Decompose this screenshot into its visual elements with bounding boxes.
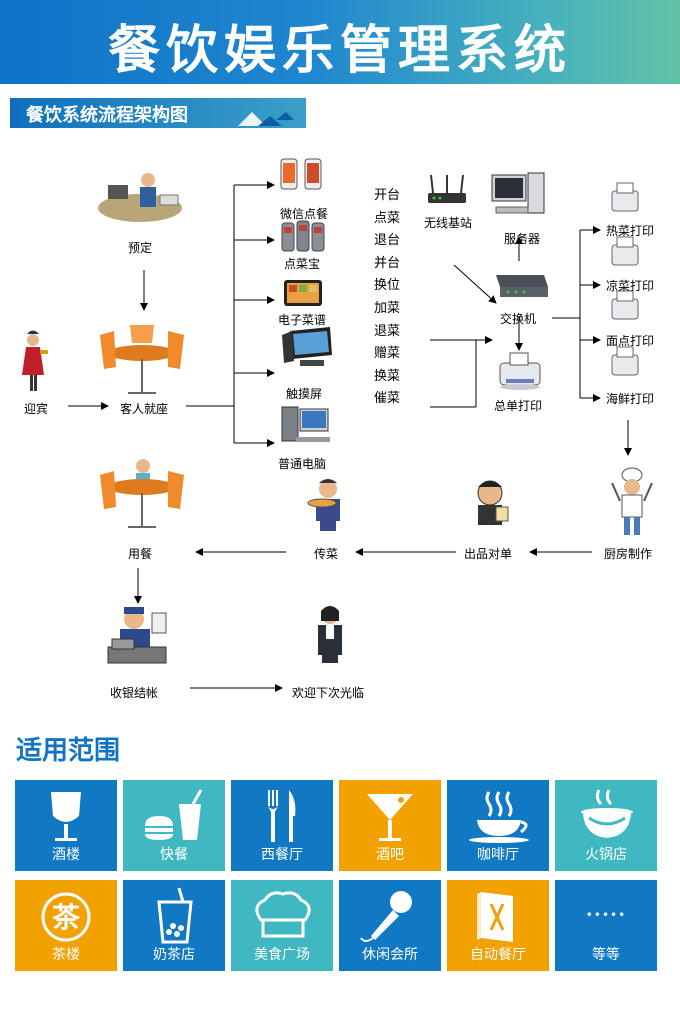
scope-tile-restaurant: 酒楼 [15, 780, 117, 871]
command-item: 点菜 [374, 211, 401, 226]
device-pda-label: 点菜宝 [284, 257, 321, 271]
command-item: 加菜 [374, 301, 401, 316]
cold-dish-printer-icon [611, 236, 639, 266]
scope-tile-bar: 酒吧 [339, 780, 441, 871]
scope-tile-western: 西餐厅 [231, 780, 333, 871]
scope-tile-selfservice: 自动餐厅 [447, 880, 549, 971]
header-banner: 餐饮娱乐管理系统 [0, 0, 680, 84]
fork-knife-icon [268, 790, 296, 842]
booking-desk-icon [98, 173, 182, 222]
cashier-register-icon [107, 607, 167, 664]
pda-device-icon [281, 220, 325, 252]
scope-tile-milktea: 奶茶店 [123, 880, 225, 971]
seated-label: 客人就座 [120, 402, 169, 416]
scope-tile-label: 休闲会所 [362, 947, 418, 963]
fast-food-icon [145, 789, 203, 840]
command-item: 退菜 [374, 324, 401, 339]
touchscreen-pos-icon [282, 327, 332, 366]
order-print-label: 总单打印 [494, 399, 543, 413]
wechat-phone-icon [280, 158, 322, 190]
scope-title: 适用范围 [16, 736, 121, 766]
order-checker-icon [477, 480, 509, 525]
coffee-cup-icon [469, 791, 529, 843]
scope-tile-label: 茶楼 [52, 947, 80, 963]
command-item: 催菜 [374, 391, 401, 406]
scope-tile-label: 咖啡厅 [477, 847, 519, 863]
device-tablet-label: 电子菜谱 [278, 313, 327, 327]
scope-tile-label: 奶茶店 [153, 947, 195, 963]
triangle-decoration-icon [238, 112, 294, 126]
cocktail-icon [367, 794, 413, 841]
scope-tile-label: 快餐 [160, 847, 188, 863]
serve-label: 传菜 [314, 547, 339, 561]
network-switch-icon [496, 275, 548, 297]
hotpot-icon [581, 789, 633, 838]
hostess-farewell-icon [318, 606, 342, 663]
chef-hat-icon [255, 891, 311, 938]
scope-tile-label: 火锅店 [585, 847, 627, 863]
flow-connectors [22, 158, 653, 692]
order-printer-icon [499, 352, 541, 390]
scope-tile-label: 酒吧 [376, 847, 404, 863]
chef-icon [611, 467, 653, 535]
printer-pastry-label: 面点打印 [606, 334, 655, 348]
cashier-label: 收银结帐 [110, 686, 159, 700]
command-item: 赠菜 [374, 346, 401, 361]
greeter-icon [22, 330, 48, 391]
server-computer-icon [491, 172, 545, 214]
scope-tile-label: 自动餐厅 [470, 947, 526, 963]
flow-section-title: 餐饮系统流程架构图 [26, 105, 188, 126]
device-wechat-label: 微信点餐 [280, 207, 329, 221]
pastry-printer-icon [611, 290, 639, 320]
switch-label: 交换机 [500, 312, 537, 326]
seafood-printer-icon [611, 346, 639, 376]
tea-icon: 茶 [41, 892, 91, 942]
scope-tile-label: 等等 [592, 947, 620, 963]
scope-tile-label: 酒楼 [52, 847, 80, 863]
desktop-computer-icon [281, 406, 330, 442]
ellipsis-icon: ••••• [585, 908, 627, 922]
scope-tile-label: 西餐厅 [261, 847, 303, 863]
diner-table-icon [100, 459, 184, 528]
wireless-label: 无线基站 [424, 216, 473, 230]
hot-dish-printer-icon [611, 182, 639, 212]
scope-tile-foodcourt: 美食广场 [231, 880, 333, 971]
dining-label: 用餐 [128, 547, 153, 561]
scope-tile-fastfood: 快餐 [123, 780, 225, 871]
dining-table-chairs-icon [100, 325, 184, 394]
greet-label: 迎宾 [24, 402, 49, 416]
command-item: 开台 [374, 188, 401, 203]
flow-section-title-bar: 餐饮系统流程架构图 [10, 98, 306, 128]
scope-tile-teahouse: 茶 茶楼 [15, 880, 117, 971]
tablet-menu-icon [284, 280, 322, 306]
milk-tea-icon [157, 887, 193, 944]
waiter-serving-icon [307, 479, 340, 531]
scope-tile-more: ••••• 等等 [555, 880, 657, 971]
scope-tile-club: 休闲会所 [339, 880, 441, 971]
farewell-label: 欢迎下次光临 [292, 686, 365, 700]
printer-seafood-label: 海鲜打印 [606, 392, 655, 406]
command-item: 换菜 [374, 369, 401, 384]
printer-hot-label: 热菜打印 [606, 224, 655, 238]
wireless-router-icon [428, 174, 466, 203]
page-title: 餐饮娱乐管理系统 [107, 21, 572, 81]
flow-diagram: 预定 迎宾 客人就座 微信点餐 点菜宝 电子菜谱 触摸屏 普通电脑 开台 点菜 … [0, 135, 680, 715]
booking-label: 预定 [128, 241, 153, 255]
device-pc-label: 普通电脑 [278, 457, 327, 471]
scope-tile-label: 美食广场 [254, 947, 310, 963]
command-item: 并台 [374, 256, 401, 271]
scope-tile-hotpot: 火锅店 [555, 780, 657, 871]
device-touch-label: 触摸屏 [286, 387, 323, 401]
command-item: 退台 [374, 233, 401, 248]
check-label: 出品对单 [464, 547, 513, 561]
menu-book-icon [477, 892, 513, 942]
command-item: 换位 [374, 278, 401, 293]
server-label: 服务器 [504, 232, 541, 246]
printer-cold-label: 凉菜打印 [606, 279, 655, 293]
kitchen-label: 厨房制作 [604, 547, 653, 561]
wine-glass-icon [51, 792, 81, 841]
scope-tile-cafe: 咖啡厅 [447, 780, 549, 871]
microphone-icon [360, 891, 412, 942]
tea-glyph: 茶 [52, 901, 81, 934]
